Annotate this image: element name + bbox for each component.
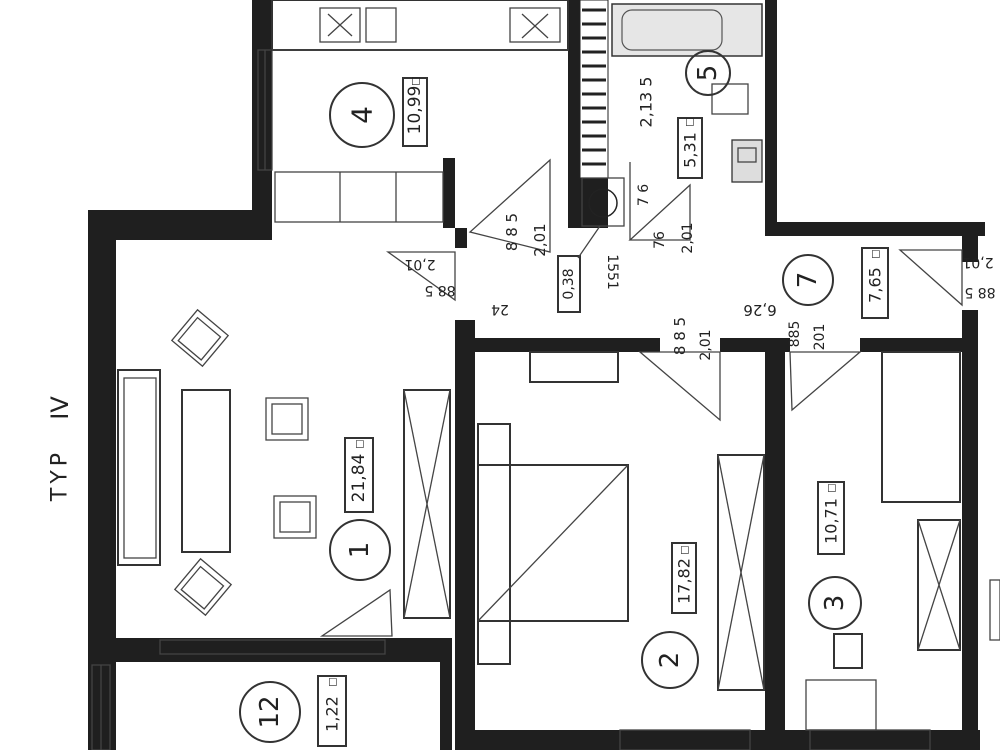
- dim-201-f: 2,01: [962, 254, 993, 270]
- room-3-number: 3: [820, 595, 850, 612]
- room3-furniture: [805, 351, 961, 731]
- room-7-number: 7: [793, 272, 823, 289]
- dimension-labels: 8 8 5 2,01 2,13 5 7 6 76 2,01 1551 24 6,…: [404, 77, 995, 361]
- dim-201-e: 2,01: [404, 256, 435, 272]
- room-5-number: 5: [693, 65, 723, 82]
- small-area-value: 0,38: [561, 268, 577, 299]
- room-1-area: 21,84: [349, 454, 369, 503]
- room-3-label: 3 10,71 □: [808, 481, 862, 630]
- room-1-unit: □: [355, 439, 366, 448]
- living-room-furniture: [117, 308, 451, 637]
- room-labels: 4 10,99 □ 5 5,31 □ 7 7,65 □ 1 21,84 □: [239, 50, 889, 747]
- dim-201-a: 2,01: [531, 223, 549, 256]
- dim-201-c: 2,01: [698, 329, 714, 360]
- dim-76-a: 7 6: [636, 184, 652, 206]
- room-12-unit: □: [328, 677, 339, 686]
- plan-title: TYP IV: [46, 396, 74, 502]
- dim-885-a: 8 8 5: [503, 213, 521, 251]
- dim-626: 6,26: [743, 301, 776, 319]
- room-4-unit: □: [411, 76, 422, 85]
- dim-76-b: 76: [652, 231, 668, 249]
- room-5-area: 5,31: [681, 132, 700, 168]
- room-2-number: 2: [655, 652, 685, 669]
- room-12-number: 12: [255, 695, 285, 728]
- dim-2135: 2,13 5: [637, 77, 656, 128]
- door-swings: [385, 158, 963, 422]
- room-7-area: 7,65: [866, 267, 885, 303]
- room-1-number: 1: [345, 542, 375, 559]
- dim-88-5-a: 88 5: [424, 282, 455, 298]
- room-4-label: 4 10,99 □: [329, 76, 428, 148]
- room-2-unit: □: [680, 545, 691, 554]
- plan-title-numeral: IV: [46, 396, 74, 420]
- room-12-label: 12 1,22 □: [239, 675, 347, 747]
- room-3-unit: □: [827, 483, 838, 492]
- room-2-area: 17,82: [675, 558, 694, 604]
- dim-201-d: 201: [812, 324, 828, 351]
- plan-title-prefix: TYP: [48, 449, 73, 502]
- room-2-label: 2 17,82 □: [641, 542, 699, 689]
- room-5-unit: □: [685, 117, 696, 126]
- walls: [88, 0, 985, 750]
- bathroom-fixtures: [611, 3, 763, 183]
- dim-24: 24: [491, 301, 509, 317]
- room-5-label: 5 5,31 □: [677, 50, 731, 179]
- room-4-area: 10,99: [405, 86, 425, 135]
- dim-88-5-b: 88 5: [964, 284, 995, 300]
- room-1-label: 1 21,84 □: [329, 437, 391, 581]
- dim-1551: 1551: [604, 254, 620, 290]
- room-4-number: 4: [346, 106, 379, 124]
- dim-201-b: 2,01: [680, 222, 696, 253]
- room-7-unit: □: [871, 249, 882, 258]
- room-3-area: 10,71: [822, 498, 841, 544]
- small-area-label: 0,38: [557, 225, 601, 313]
- dim-885-c: 885: [787, 321, 803, 348]
- dim-885-b: 8 8 5: [671, 317, 689, 355]
- ventilation-shaft: [579, 0, 625, 227]
- kitchen-fixtures: [271, 0, 569, 223]
- bedroom-furniture: [477, 351, 765, 691]
- room-12-area: 1,22: [323, 696, 342, 732]
- room-7-label: 7 7,65 □: [782, 247, 889, 319]
